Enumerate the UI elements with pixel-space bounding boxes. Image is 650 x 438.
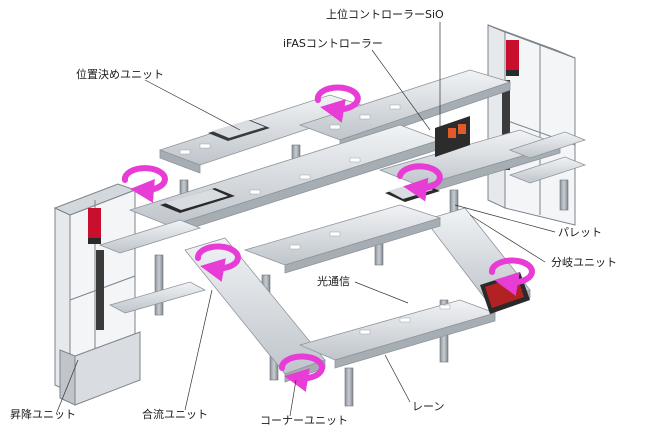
tower-light-right [506, 40, 519, 76]
label-branch-unit: 分岐ユニット [551, 256, 617, 269]
label-optical-comm: 光通信 [317, 275, 350, 288]
label-lane: レーン [412, 400, 445, 413]
rotation-arrow-icon [314, 84, 361, 123]
rotation-arrow-icon [489, 257, 535, 296]
lift-actuator-left [96, 250, 104, 330]
rotation-arrow-icon [121, 165, 168, 203]
label-pallet: パレット [558, 226, 602, 239]
label-merge-unit: 合流ユニット [142, 408, 208, 421]
label-lift-unit: 昇降ユニット [10, 408, 76, 421]
rotation-arrow-icon [397, 163, 443, 202]
rotation-arrows [121, 84, 535, 392]
label-corner-unit: コーナーユニット [260, 414, 348, 427]
label-upper-controller: 上位コントローラーSiO [326, 8, 444, 21]
lift-unit-frame [53, 183, 141, 406]
tower-light-left [88, 208, 101, 244]
rail-rollers [179, 104, 451, 335]
rotation-arrow-icon [195, 243, 241, 282]
rotation-arrow-icon [279, 353, 325, 392]
label-positioning-unit: 位置決めユニット [76, 68, 164, 81]
lift-actuator-right [502, 80, 510, 170]
label-ifas-controller: iFASコントローラー [283, 37, 383, 50]
leader-lines [56, 22, 556, 417]
ifas-controller-box [435, 116, 470, 157]
